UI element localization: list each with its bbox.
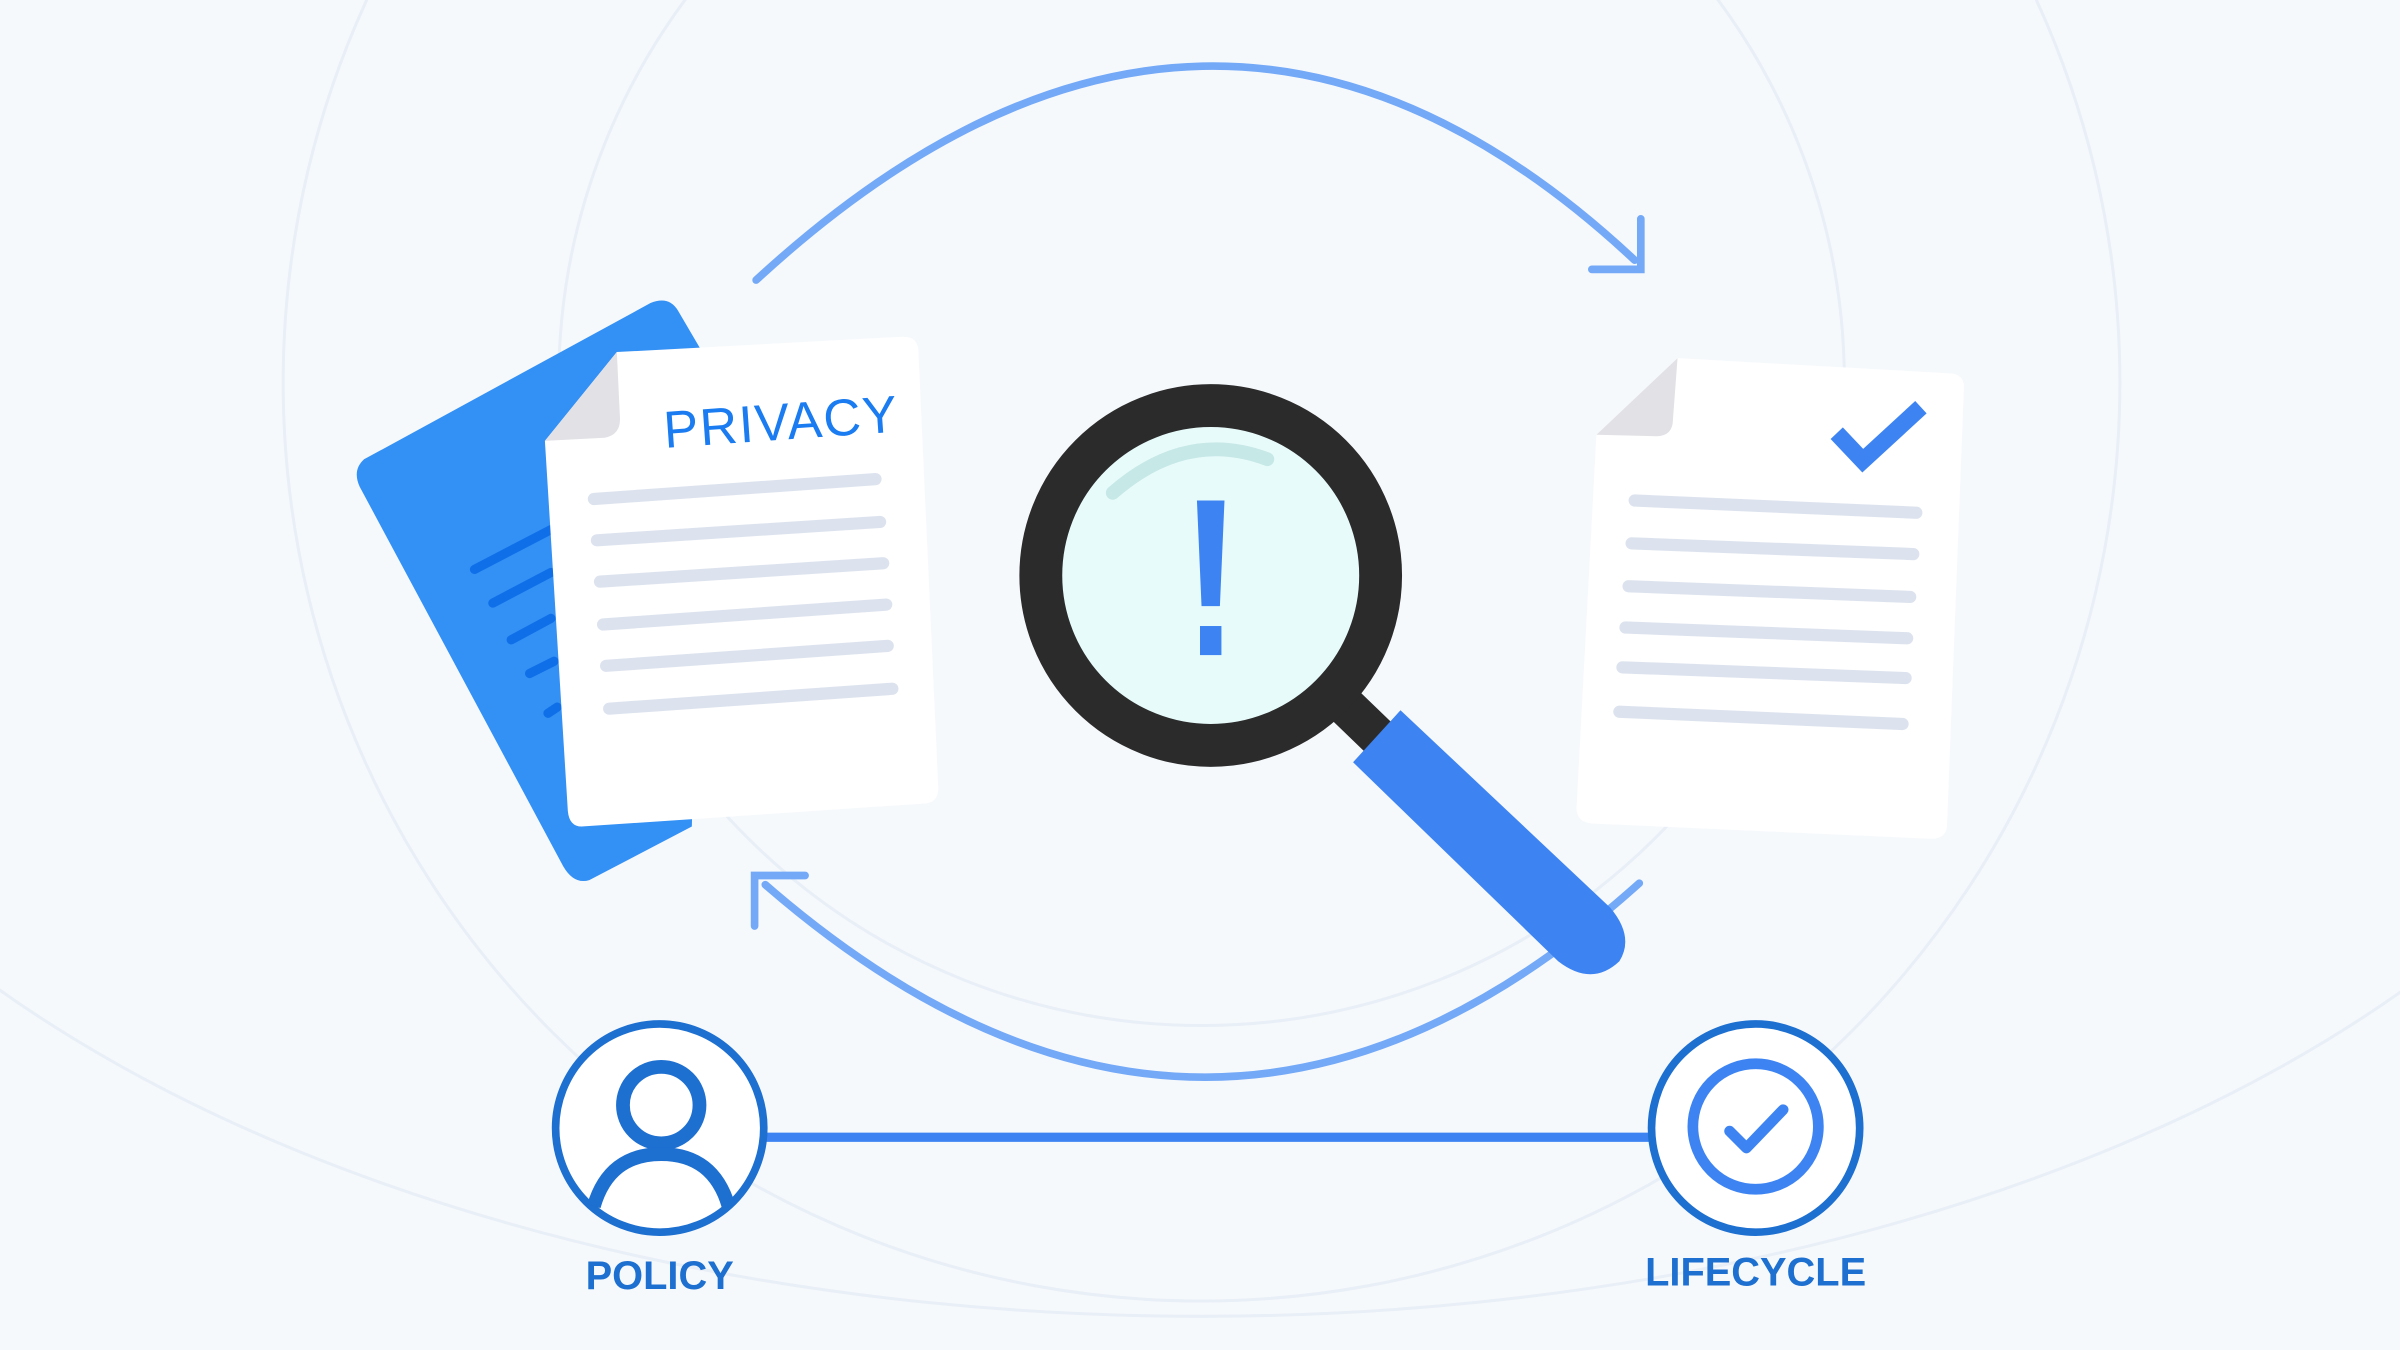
magnifier-alert-icon — [1019, 384, 1626, 975]
approved-document-icon — [1576, 358, 1964, 839]
policy-label: POLICY — [586, 1254, 734, 1298]
user-icon — [551, 1020, 768, 1236]
cycle-arrow-icon — [750, 62, 1645, 1081]
checkmark-icon — [1830, 400, 1927, 473]
privacy-document-icon: PRIVACY — [356, 300, 939, 882]
check-circle-icon — [1647, 1020, 1864, 1236]
lifecycle-label: LIFECYCLE — [1645, 1251, 1866, 1295]
